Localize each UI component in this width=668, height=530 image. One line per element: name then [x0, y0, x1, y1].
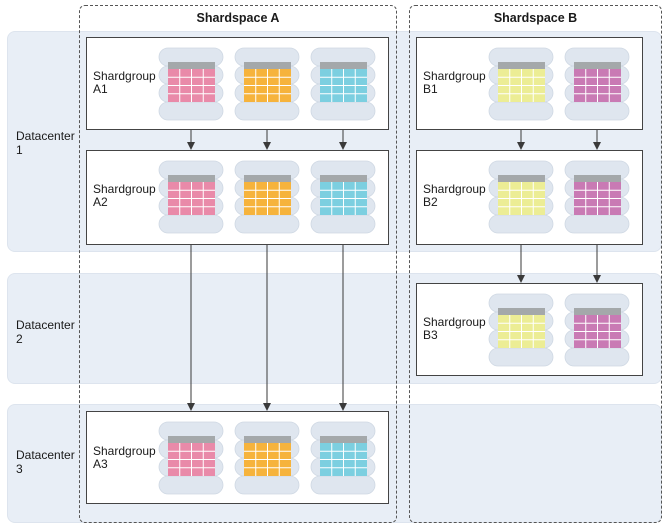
- shard-b3-2: [564, 290, 630, 374]
- shard-b3-1: [488, 290, 554, 374]
- shard-a1-3: [310, 44, 376, 128]
- shardspace-a: [79, 5, 397, 523]
- shardgroup-b3-label: Shardgroup B3: [423, 315, 486, 342]
- shardgroup-b3: Shardgroup B3: [416, 283, 643, 376]
- shardgroup-a2: Shardgroup A2: [86, 150, 389, 245]
- shard-a3-2: [234, 418, 300, 502]
- shard-b2-2: [564, 157, 630, 241]
- shardspace-b-title: Shardspace B: [493, 11, 578, 25]
- shard-a1-2: [234, 44, 300, 128]
- shardgroup-b1-label: Shardgroup B1: [423, 69, 486, 96]
- datacenter-3-label: Datacenter 3: [16, 448, 75, 476]
- shardspace-a-title: Shardspace A: [196, 11, 280, 25]
- shardgroup-a3: Shardgroup A3: [86, 411, 389, 504]
- shard-a2-2: [234, 157, 300, 241]
- shard-a3-1: [158, 418, 224, 502]
- shard-a3-3: [310, 418, 376, 502]
- datacenter-2-label: Datacenter 2: [16, 318, 75, 346]
- shardgroup-a2-label: Shardgroup A2: [93, 182, 156, 209]
- shard-a1-1: [158, 44, 224, 128]
- shardgroup-a1: Shardgroup A1: [86, 37, 389, 130]
- shard-b2-1: [488, 157, 554, 241]
- shard-b1-1: [488, 44, 554, 128]
- shardgroup-a1-label: Shardgroup A1: [93, 69, 156, 96]
- shard-a2-1: [158, 157, 224, 241]
- shardgroup-b1: Shardgroup B1: [416, 37, 643, 130]
- shardspace-b: [409, 5, 662, 523]
- shardgroup-b2-label: Shardgroup B2: [423, 182, 486, 209]
- datacenter-1-label: Datacenter 1: [16, 129, 75, 157]
- shardgroup-b2: Shardgroup B2: [416, 150, 643, 245]
- shard-a2-3: [310, 157, 376, 241]
- shard-b1-2: [564, 44, 630, 128]
- shardgroup-a3-label: Shardgroup A3: [93, 444, 156, 471]
